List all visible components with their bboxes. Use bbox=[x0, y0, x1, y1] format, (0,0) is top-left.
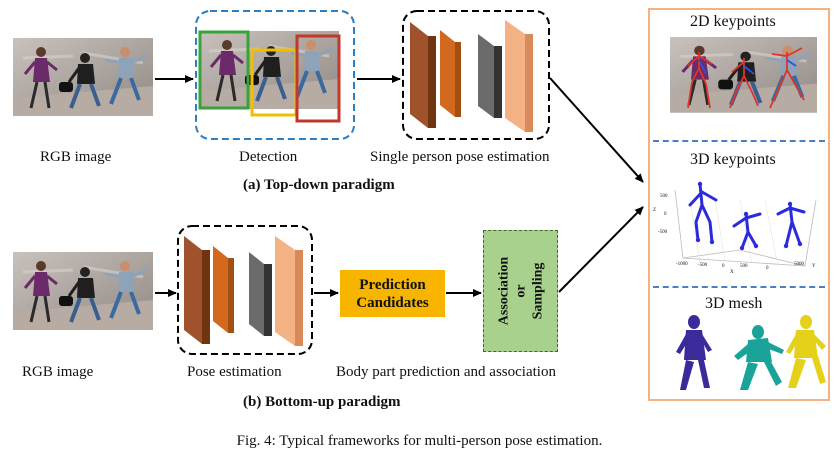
z-axis-label: Z bbox=[653, 208, 657, 213]
prediction-candidates-box: Prediction Candidates bbox=[340, 270, 445, 317]
separator-2 bbox=[653, 286, 825, 288]
mesh-3d-figures bbox=[676, 315, 826, 390]
z-tick-1: 500 bbox=[660, 194, 668, 199]
z-tick-3: -500 bbox=[658, 230, 668, 235]
separator-1 bbox=[653, 140, 825, 142]
association-sampling-box: Association or Sampling bbox=[483, 230, 558, 352]
arrow-bottom-to-output bbox=[558, 206, 644, 293]
prediction-line2: Candidates bbox=[356, 294, 429, 311]
label-rgb-image-bottom: RGB image bbox=[22, 364, 94, 380]
assoc-line2: or bbox=[513, 284, 528, 298]
detection-box-red bbox=[295, 34, 341, 123]
detection-dashed-box bbox=[195, 10, 355, 140]
label-topdown-title: (a) Top-down paradigm bbox=[243, 177, 395, 193]
detection-box-green bbox=[198, 30, 250, 110]
label-detection: Detection bbox=[239, 149, 298, 165]
rgb-image-top bbox=[11, 36, 155, 118]
label-2d-keypoints: 2D keypoints bbox=[690, 13, 776, 30]
x-tick-3: 0 bbox=[722, 264, 725, 269]
label-3d-mesh: 3D mesh bbox=[705, 295, 763, 312]
label-bottomup-title: (b) Bottom-up paradigm bbox=[243, 394, 401, 410]
x-axis-label: X bbox=[730, 270, 734, 275]
y-tick-1: 5000 bbox=[794, 262, 804, 267]
y-axis-label: Y bbox=[812, 264, 816, 269]
keypoints-2d-overlay bbox=[687, 47, 805, 109]
y-tick-2: 0 bbox=[766, 266, 769, 271]
label-3d-keypoints: 3D keypoints bbox=[690, 151, 776, 168]
x-tick-4: 500 bbox=[740, 264, 748, 269]
arrow-top-to-output bbox=[549, 77, 644, 183]
label-body-part: Body part prediction and association bbox=[336, 364, 556, 380]
detection-image bbox=[197, 29, 341, 111]
cnn-layers-bottom bbox=[184, 236, 303, 346]
output-panel bbox=[648, 8, 830, 401]
label-single-person: Single person pose estimation bbox=[370, 149, 550, 165]
cnn-layers-top bbox=[410, 20, 533, 132]
keypoints-3d-plot bbox=[674, 181, 817, 267]
network-dashed-box-top bbox=[402, 10, 550, 140]
network-dashed-box-bottom bbox=[177, 225, 313, 355]
assoc-line1: Association bbox=[496, 256, 511, 326]
association-text: Association or Sampling bbox=[495, 257, 546, 325]
label-pose-estimation: Pose estimation bbox=[187, 364, 282, 380]
x-tick-1: -1000 bbox=[676, 262, 688, 267]
prediction-line1: Prediction bbox=[359, 276, 426, 293]
rgb-image-bottom bbox=[11, 250, 155, 332]
z-tick-2: 0 bbox=[664, 212, 667, 217]
assoc-line3: Sampling bbox=[530, 262, 545, 320]
label-rgb-image-top: RGB image bbox=[40, 149, 112, 165]
x-tick-2: -500 bbox=[698, 263, 708, 268]
figure-caption: Fig. 4: Typical frameworks for multi-per… bbox=[236, 433, 603, 449]
